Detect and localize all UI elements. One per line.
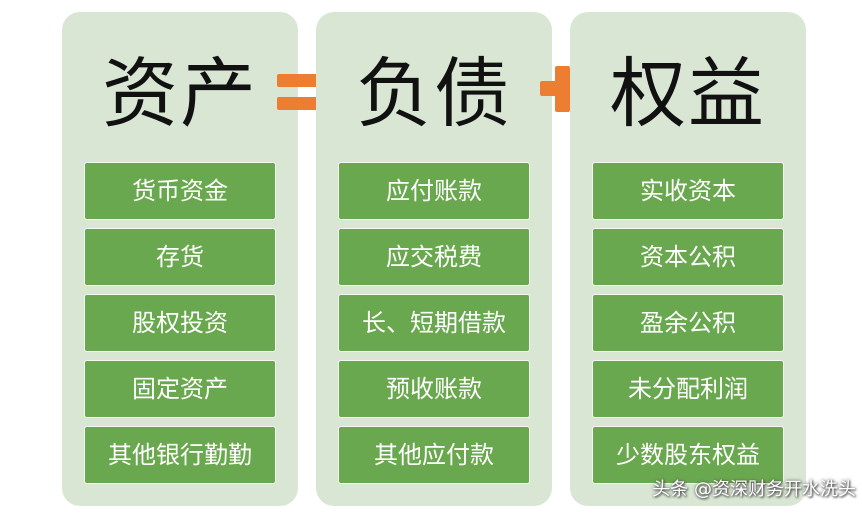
equity-item-2: 资本公积 [592, 228, 784, 286]
assets-panel: 资产 货币资金 存货 股权投资 固定资产 其他银行勤勤 [62, 12, 298, 506]
equity-item-4: 未分配利润 [592, 360, 784, 418]
liabilities-item-3: 长、短期借款 [338, 294, 530, 352]
liabilities-title: 负债 [356, 49, 512, 138]
equity-item-5: 少数股东权益 [592, 426, 784, 484]
watermark-text: 头条 @资深财务开水洗头 [652, 479, 856, 500]
equity-item-1: 实收资本 [592, 162, 784, 220]
equity-item-3: 盈余公积 [592, 294, 784, 352]
liabilities-item-5: 其他应付款 [338, 426, 530, 484]
assets-item-5: 其他银行勤勤 [84, 426, 276, 484]
equity-title: 权益 [610, 49, 766, 138]
assets-title: 资产 [102, 49, 258, 138]
liabilities-item-2: 应交税费 [338, 228, 530, 286]
assets-item-4: 固定资产 [84, 360, 276, 418]
assets-item-3: 股权投资 [84, 294, 276, 352]
assets-item-2: 存货 [84, 228, 276, 286]
liabilities-panel: 负债 应付账款 应交税费 长、短期借款 预收账款 其他应付款 [316, 12, 552, 506]
liabilities-item-4: 预收账款 [338, 360, 530, 418]
assets-item-1: 货币资金 [84, 162, 276, 220]
equity-panel: 权益 实收资本 资本公积 盈余公积 未分配利润 少数股东权益 [570, 12, 806, 506]
liabilities-item-1: 应付账款 [338, 162, 530, 220]
